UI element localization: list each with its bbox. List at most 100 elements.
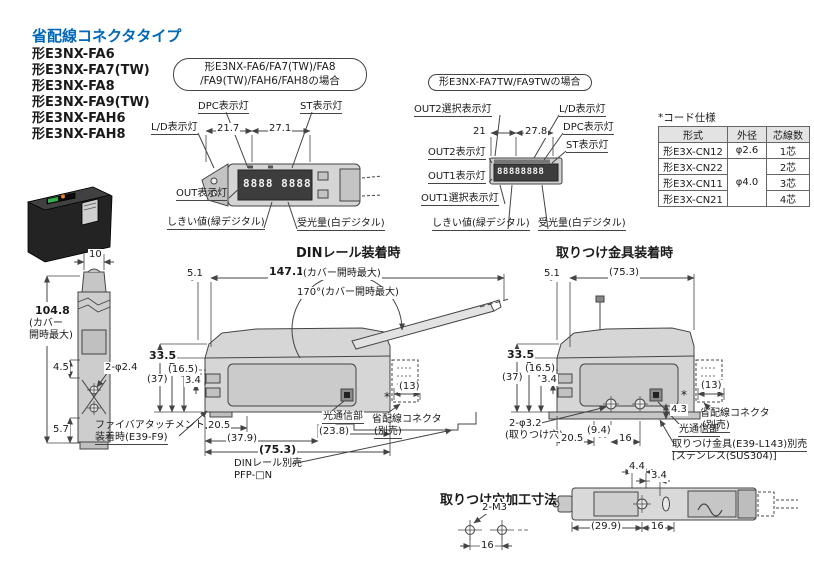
col-model: 形式 [658,126,728,143]
table-cell-dia: φ4.0 [727,158,767,207]
model-name: 形E3NX-FAH6 [32,111,126,126]
connector-option-label2: (別売) [702,420,730,433]
table-cell-cores: 1芯 [766,142,810,159]
dim-37: (37) [146,374,169,386]
cord-spec-table: 形式 外径 芯線数 形E3X-CN12 φ2.6 1芯 形E3X-CN22 φ4… [658,126,810,207]
hole-2-phi2-4: 2-φ2.4 [104,362,139,374]
dim-16: 16 [480,540,495,552]
display-digits-b: 88888888 [497,167,545,177]
table-cell-model: 形E3X-CN11 [658,174,728,191]
fiber-attachment-label2: 装着時(E39-F9) [95,432,168,445]
dim-20-5: 20.5 [560,433,585,445]
dim-5-1: 5.1 [186,268,204,280]
dpc-indicator-label: DPC表示灯 [563,122,614,135]
dim-16: 16 [618,433,633,445]
cord-spec-note: *コード仕様 [658,112,716,124]
asterisk-mark: * [384,390,390,404]
bracket-section-title: 取りつけ金具装着時 [556,246,674,261]
bubble-a-line1: 形E3NX-FA6/FA7(TW)/FA8 [204,61,336,73]
dim-147-1-note: (カバー開時最大) [302,268,382,280]
mount-hole-label2: (取りつけ穴) [504,430,564,442]
dim-33-5: 33.5 [148,349,178,363]
out2-select-label: OUT2選択表示灯 [414,104,492,117]
dim-16-5: (16.5) [524,363,557,375]
dim-3-4: 3.4 [650,470,668,482]
dim-37-9: (37.9) [226,433,259,445]
table-cell-dia: φ2.6 [727,142,767,159]
variant-bubble-a: 形E3NX-FA6/FA7(TW)/FA8 /FA9(TW)/FAH6/FAH8… [173,58,367,92]
optical-comm-label: 光通信部 [678,424,720,437]
dim-27-1: 27.1 [268,123,293,135]
model-name: 形E3NX-FA8 [32,79,115,94]
dim-13: (13) [398,381,421,393]
hole-drawing-title: 取りつけ穴加工寸法 [440,493,558,508]
optical-comm-label: 光通信部 [322,411,364,424]
st-indicator-label: ST表示灯 [300,101,343,114]
display-digits-a: 8888 8888 [243,177,312,190]
dim-147-1: 147.1 [268,265,305,279]
bubble-b-text: 形E3NX-FA7TW/FA9TWの場合 [439,77,581,88]
dim-4-3: 4.3 [670,404,688,416]
bracket-view-drawing [511,274,725,446]
dim-3-4: 3.4 [540,374,558,386]
dim-16: 16 [650,521,665,533]
table-cell-cores: 2芯 [766,158,810,175]
dim-104-8-note1: (カバー [28,318,64,330]
dim-21: 21 [472,126,487,138]
din-rail-label1: DINレール別売 [234,458,303,469]
table-cell-model: 形E3X-CN21 [658,190,728,207]
st-indicator-label: ST表示灯 [566,140,609,153]
model-name: 形E3NX-FAH8 [32,127,126,142]
model-name: 形E3NX-FA9(TW) [32,95,150,110]
dim-4-4: 4.4 [628,461,646,473]
variant-bubble-b: 形E3NX-FA7TW/FA9TWの場合 [428,74,592,91]
dim-23-8: (23.8) [318,426,351,438]
connector-option-label2: (別売) [374,426,402,439]
table-cell-model: 形E3X-CN22 [658,158,728,175]
din-rail-label2: PFP-□N [234,470,273,481]
hole-drawing [458,511,528,550]
out1-select-label: OUT1選択表示灯 [421,193,499,206]
asterisk-mark: * [681,388,687,402]
table-cell-cores: 4芯 [766,190,810,207]
dim-37: (37) [501,372,524,384]
dpc-indicator-label: DPC表示灯 [198,101,249,114]
table-cell-model: 形E3X-CN12 [658,142,728,159]
dim-13: (13) [700,380,723,392]
dim-75-3: (75.3) [258,443,298,457]
bracket-option-label1: 取りつけ金具(E39-L143)別売 [672,439,808,452]
page-title: 省配線コネクタタイプ [32,27,182,45]
dim-104-8-note2: 開時最大) [28,330,74,342]
dim-27-8: 27.8 [524,126,549,138]
dim-104-8: 104.8 [34,304,71,318]
table-cell-cores: 3芯 [766,174,810,191]
col-cores: 芯線数 [766,126,810,143]
light-level-label: 受光量(白デジタル) [538,218,626,231]
dim-3-4: 3.4 [184,375,202,387]
model-name: 形E3NX-FA7(TW) [32,63,150,78]
mount-hole-label1: 2-φ3.2 [508,418,543,430]
front-view-a-drawing [197,111,383,230]
tap-label-2-m3: 2-M3 [481,502,508,514]
threshold-label: しきい値(緑デジタル) [432,218,530,231]
dim-33-5: 33.5 [506,348,536,362]
ld-indicator-label: L/D表示灯 [151,122,198,135]
out1-indicator-label: OUT1表示灯 [428,171,486,184]
ld-indicator-label: L/D表示灯 [559,104,606,117]
model-name: 形E3NX-FA6 [32,47,115,62]
dim-16-5: (16.5) [167,364,200,376]
col-diameter: 外径 [727,126,767,143]
bracket-option-label2: [ステンレス(SUS304)] [672,451,777,462]
out-indicator-label: OUT表示灯 [176,188,228,201]
fiber-attachment-label1: ファイバアタッチメント [95,420,205,431]
dim-21-7: 21.7 [216,123,241,135]
bubble-a-line2: /FA9(TW)/FAH6/FAH8の場合 [200,74,340,87]
out2-indicator-label: OUT2表示灯 [428,147,486,160]
connector-option-label1: 省配線コネクタ [700,408,770,419]
dim-75-3: (75.3) [608,267,641,279]
threshold-label: しきい値(緑デジタル) [167,217,265,230]
dim-5-1: 5.1 [543,268,561,280]
dim-10: 10 [88,249,103,261]
